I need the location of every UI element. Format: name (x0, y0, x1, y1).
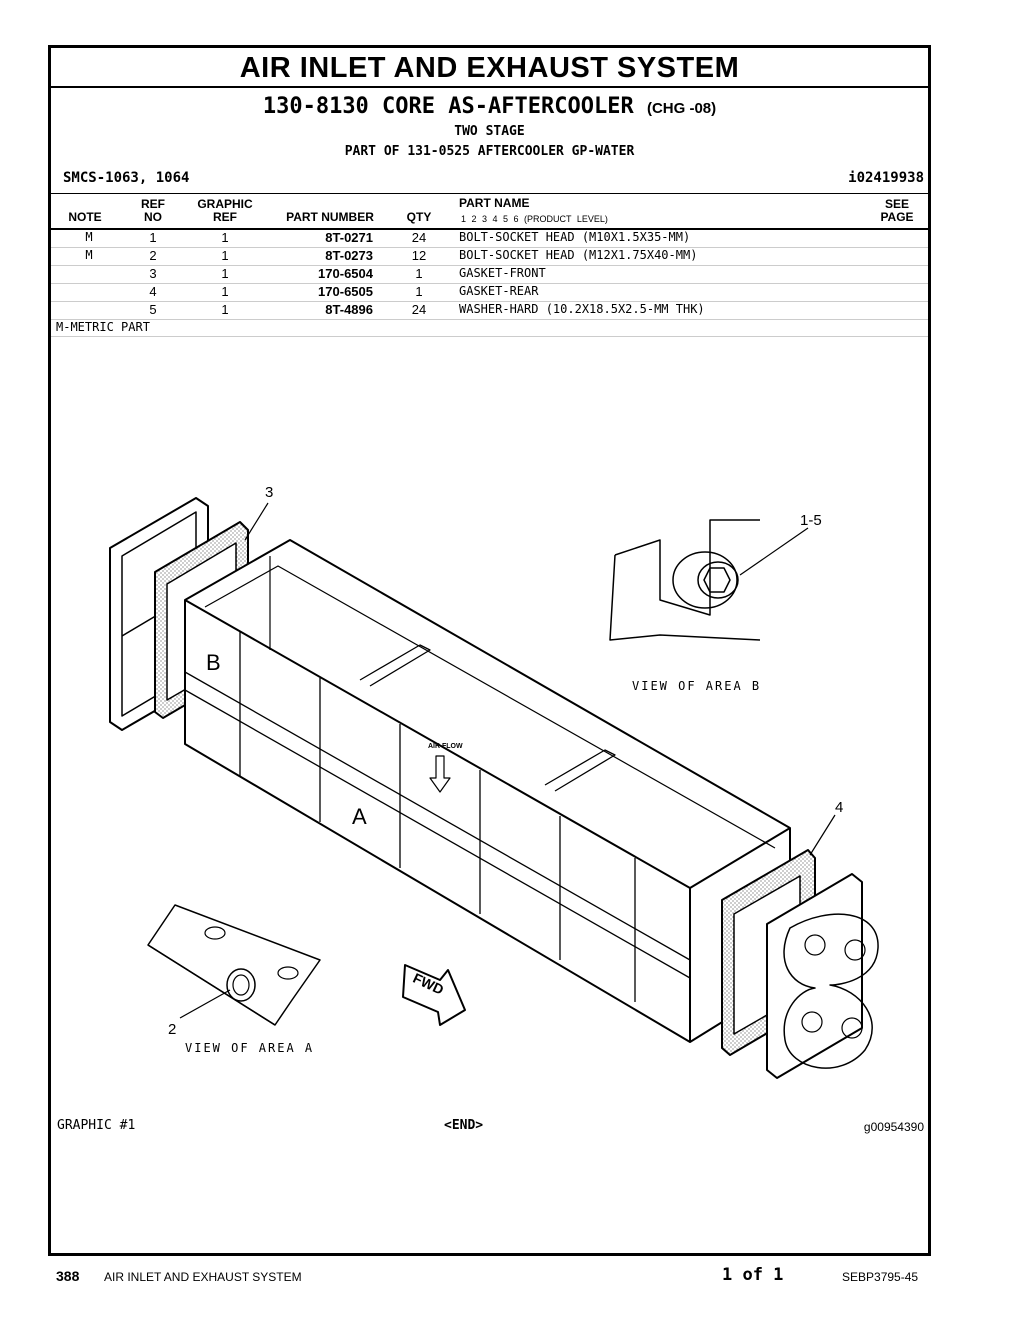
callout-4: 4 (835, 799, 843, 816)
view-a-caption: VIEW OF AREA A (185, 1041, 314, 1055)
col-qty: QTY (406, 210, 432, 224)
label-area-a: A (352, 804, 367, 829)
detail-b (614, 519, 760, 616)
footer-title: AIR INLET AND EXHAUST SYSTEM (104, 1270, 302, 1284)
smcs-codes: SMCS-1063, 1064 (63, 170, 190, 186)
row-qty: 24 (411, 230, 427, 245)
col-ref-top: REF (141, 197, 165, 211)
row-ref: 1 (149, 230, 157, 245)
row-graphic-ref: 1 (221, 248, 229, 263)
callout-2: 2 (168, 1021, 176, 1038)
document-id: i02419938 (848, 170, 924, 186)
col-part-name: PART NAME (459, 196, 530, 210)
row-qty: 1 (415, 284, 423, 299)
table-row: M 1 1 8T-0271 24 BOLT-SOCKET HEAD (M10X1… (51, 229, 928, 248)
row-qty: 12 (411, 248, 427, 263)
row-graphic-ref: 1 (221, 266, 229, 281)
product-level: 1 2 3 4 5 6 (PRODUCT LEVEL) (461, 214, 608, 224)
row-graphic-ref: 1 (221, 284, 229, 299)
row-note: M (85, 230, 93, 244)
col-graphic-bottom: REF (213, 210, 237, 224)
col-see-bottom: PAGE (880, 210, 914, 224)
graphic-label: GRAPHIC #1 (57, 1118, 136, 1133)
page-title: AIR INLET AND EXHAUST SYSTEM (239, 52, 740, 84)
col-note: NOTE (68, 210, 102, 224)
col-graphic-top: GRAPHIC (197, 197, 253, 211)
metric-note: M-METRIC PART (56, 320, 150, 334)
row-part-number: 170-6505 (318, 284, 373, 299)
row-ref: 5 (149, 302, 157, 317)
view-b-caption: VIEW OF AREA B (632, 679, 761, 693)
detail-a (147, 904, 321, 1026)
part-subheading: TWO STAGE (454, 124, 525, 139)
row-ref: 3 (149, 266, 157, 281)
exploded-view-illustration: 3 1-5 4 2 B A VIEW OF AREA B VIEW OF ARE… (109, 484, 879, 1079)
header-divider (51, 193, 928, 194)
title-divider (51, 86, 928, 88)
footer-page-of: 1 of 1 (722, 1265, 784, 1285)
metric-divider (51, 336, 928, 337)
row-part-number: 8T-4896 (325, 302, 373, 317)
footer-document-number: SEBP3795-45 (842, 1270, 919, 1284)
part-line: 130-8130 CORE AS-AFTERCOOLER (262, 94, 634, 119)
col-ref-bottom: NO (144, 210, 162, 224)
row-part-name: WASHER-HARD (10.2X18.5X2.5-MM THK) (459, 302, 705, 316)
table-row: M 2 1 8T-0273 12 BOLT-SOCKET HEAD (M12X1… (51, 247, 928, 266)
callout-3: 3 (265, 484, 273, 501)
row-part-number: 170-6504 (318, 266, 373, 281)
column-divider (51, 228, 928, 230)
change-code: (CHG -08) (646, 100, 717, 117)
col-see-top: SEE (884, 197, 909, 211)
label-area-b: B (206, 650, 221, 675)
footer-page-number: 388 (56, 1268, 80, 1284)
row-qty: 1 (415, 266, 423, 281)
table-row: 5 1 8T-4896 24 WASHER-HARD (10.2X18.5X2.… (51, 301, 928, 320)
row-note: M (85, 248, 93, 262)
row-part-number: 8T-0273 (325, 248, 373, 263)
col-part-number: PART NUMBER (286, 210, 374, 224)
row-qty: 24 (411, 302, 427, 317)
air-flow-label: AIR FLOW (428, 743, 463, 750)
part-heading: 130-8130 CORE AS-AFTERCOOLER (CHG -08) (51, 94, 928, 119)
table-row: 4 1 170-6505 1 GASKET-REAR (51, 283, 928, 302)
fwd-arrow (402, 964, 466, 1026)
row-part-name: GASKET-FRONT (459, 266, 546, 280)
table-row: 3 1 170-6504 1 GASKET-FRONT (51, 265, 928, 284)
fwd-label: FWD (411, 970, 447, 998)
row-part-name: BOLT-SOCKET HEAD (M12X1.75X40-MM) (459, 248, 698, 262)
row-part-number: 8T-0271 (325, 230, 373, 245)
page-frame: AIR INLET AND EXHAUST SYSTEM 130-8130 CO… (48, 45, 931, 1256)
part-parent: PART OF 131-0525 AFTERCOOLER GP-WATER (344, 144, 635, 159)
core-box (184, 539, 791, 1043)
graphic-id: g00954390 (863, 1120, 924, 1134)
callout-1-5: 1-5 (800, 512, 822, 529)
row-graphic-ref: 1 (221, 230, 229, 245)
row-graphic-ref: 1 (221, 302, 229, 317)
end-marker: <END> (444, 1118, 484, 1133)
row-ref: 2 (149, 248, 157, 263)
row-ref: 4 (149, 284, 157, 299)
row-part-name: GASKET-REAR (459, 284, 539, 298)
row-part-name: BOLT-SOCKET HEAD (M10X1.5X35-MM) (459, 230, 691, 244)
